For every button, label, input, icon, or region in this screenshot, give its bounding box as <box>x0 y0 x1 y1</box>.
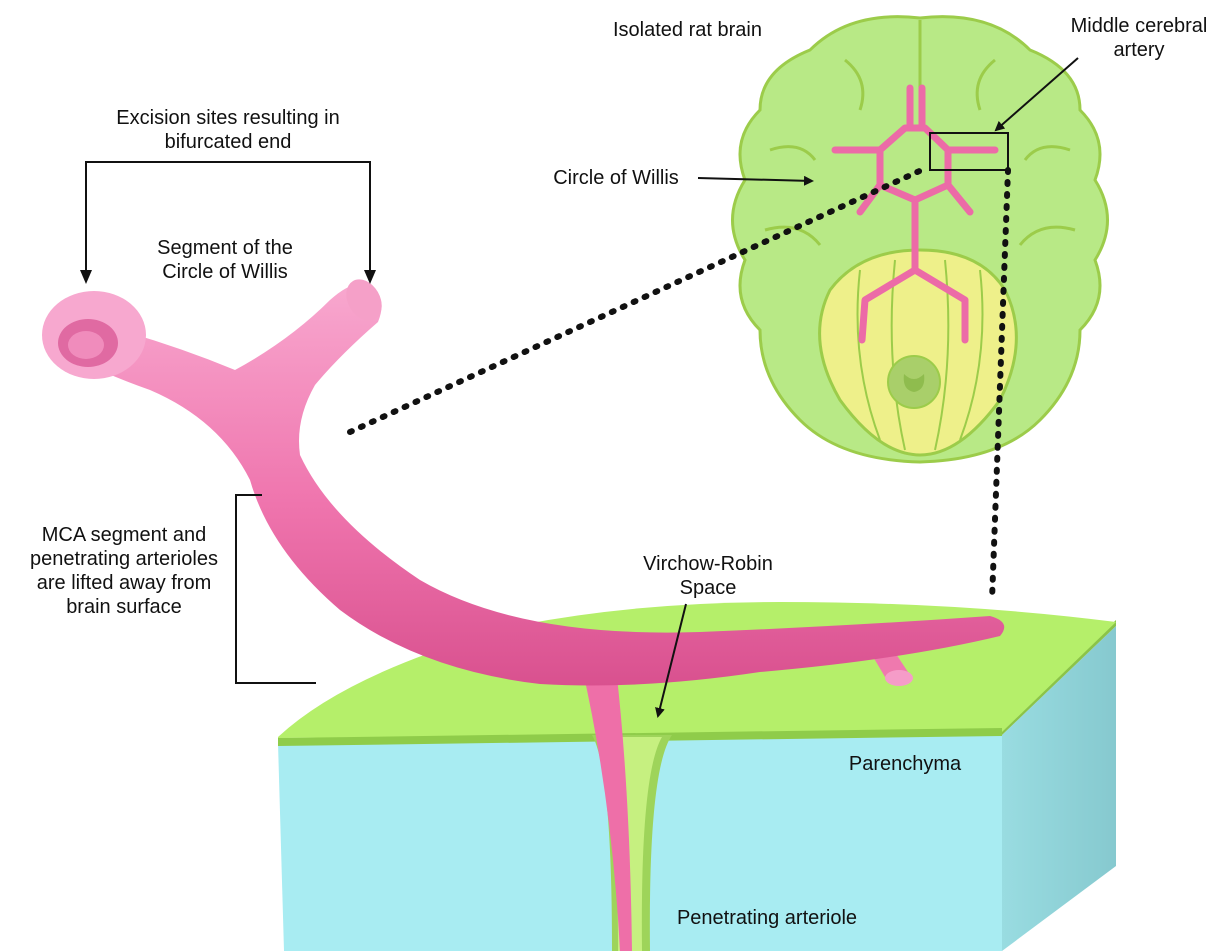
label-virchow-robin-space: Virchow-Robin Space <box>620 552 796 600</box>
label-mca-segment-lifted: MCA segment and penetrating arterioles a… <box>8 523 240 619</box>
label-excision-sites: Excision sites resulting in bifurcated e… <box>90 106 366 154</box>
label-middle-cerebral-artery: Middle cerebral artery <box>1054 14 1224 62</box>
label-isolated-brain: Isolated rat brain <box>600 18 775 42</box>
small-branch-end <box>885 670 913 686</box>
label-penetrating-arteriole: Penetrating arteriole <box>660 906 874 930</box>
excision-arrow-left-head <box>80 270 92 284</box>
vessel-lumen-highlight <box>68 331 104 359</box>
label-circle-of-willis: Circle of Willis <box>540 166 692 190</box>
label-segment-circle-of-willis: Segment of the Circle of Willis <box>130 236 320 284</box>
rat-brain <box>733 17 1108 462</box>
label-parenchyma: Parenchyma <box>830 752 980 776</box>
